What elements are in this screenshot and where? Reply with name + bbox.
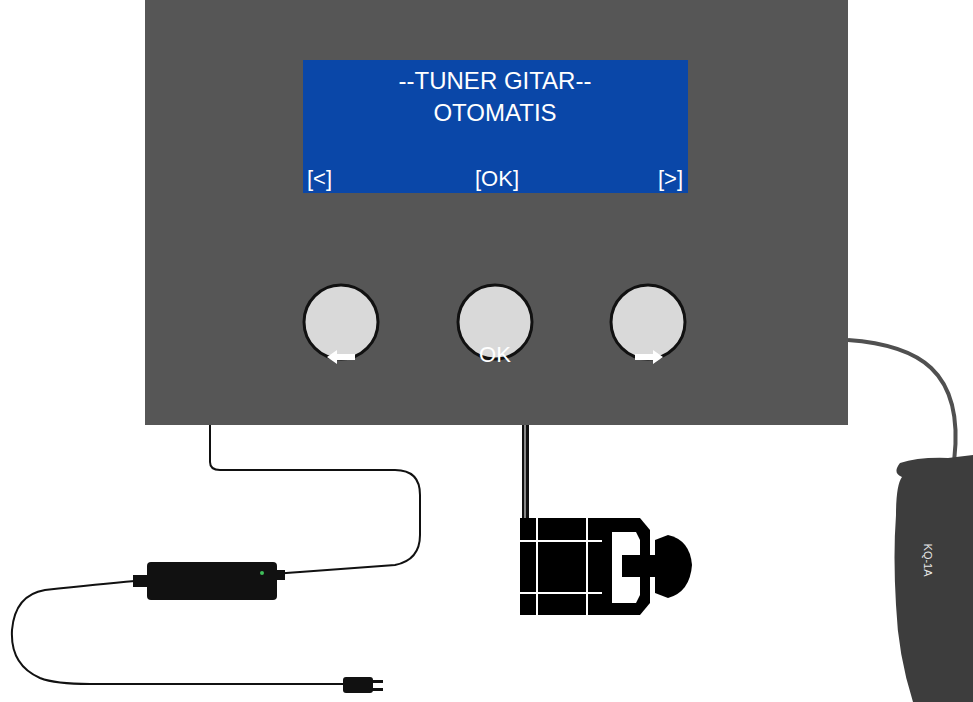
motor-line xyxy=(520,592,602,594)
model-label: KQ-1A xyxy=(922,543,934,576)
plug-pin xyxy=(371,688,383,691)
screen-title: OTOMATIS xyxy=(433,100,556,126)
stepper-motor xyxy=(520,518,602,615)
control-panel: --TUNER GITAR-- OTOMATIS [<] [OK] [>] OK xyxy=(145,0,848,425)
softkey-label: [>] xyxy=(658,167,683,191)
screen-title: --TUNER GITAR-- xyxy=(399,68,592,94)
right-arrow xyxy=(635,350,663,364)
adapter-plug xyxy=(275,570,285,580)
motor-wire xyxy=(522,425,529,520)
softkey-label: [<] xyxy=(307,167,332,191)
pickup-shape xyxy=(888,455,973,702)
button-label: OK xyxy=(479,343,511,367)
plug-pin xyxy=(371,680,383,683)
guitar-pickup: KQ-1A xyxy=(888,455,973,702)
motor-wire xyxy=(524,425,526,520)
peg-gripper xyxy=(655,535,692,598)
motor-line xyxy=(536,518,538,615)
softkey-label: [OK] xyxy=(475,167,519,191)
right-button xyxy=(611,285,685,359)
adapter-plug xyxy=(133,575,149,587)
left-arrow xyxy=(327,350,355,364)
pickup-body xyxy=(895,455,973,702)
motor-line xyxy=(586,518,588,615)
pickup-cable xyxy=(848,340,956,459)
power-wire xyxy=(210,425,420,574)
power-adapter xyxy=(147,562,277,600)
mains-plug xyxy=(343,677,373,693)
mains-cord xyxy=(12,581,345,684)
left-button xyxy=(304,285,378,359)
motor-line xyxy=(520,540,602,542)
lcd-screen: --TUNER GITAR-- OTOMATIS [<] [OK] [>] xyxy=(303,60,688,193)
power-led xyxy=(260,571,264,575)
